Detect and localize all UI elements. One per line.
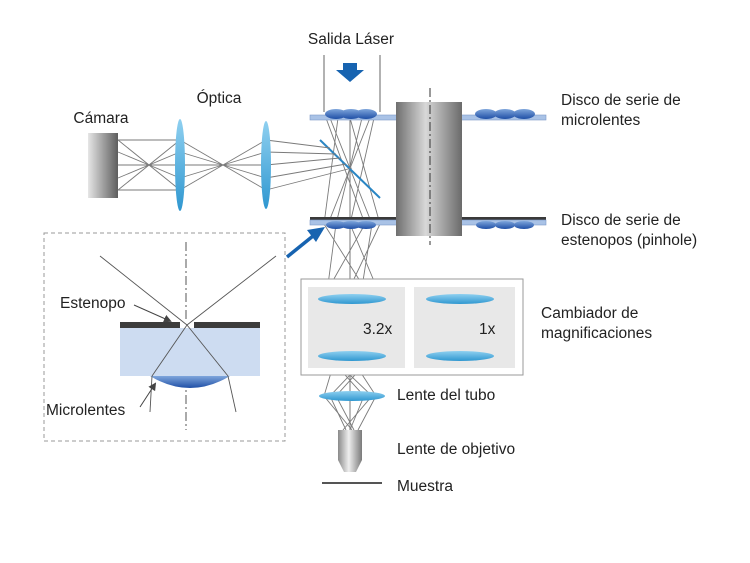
tube-lens-label: Lente del tubo — [397, 387, 495, 404]
inset-pinhole-label: Estenopo — [60, 295, 126, 312]
changer-lens-1x-upper — [426, 294, 494, 304]
optics-lens-right — [261, 121, 271, 209]
sample-label: Muestra — [397, 478, 453, 495]
camera-label: Cámara — [73, 110, 129, 127]
magnification-changer: 3.2x 1x — [300, 278, 524, 376]
laser-output-label: Salida Láser — [308, 31, 394, 48]
inset-detail: Estenopo Microlentes — [43, 232, 286, 442]
changer-lens-upper — [318, 294, 386, 304]
inset-microlens-label: Microlentes — [46, 402, 125, 419]
dichroic-mirror — [319, 139, 381, 199]
optics-label: Óptica — [197, 90, 242, 107]
changer-label-line1: Cambiador de — [541, 305, 638, 322]
pinhole-disk-label-line2: estenopos (pinhole) — [561, 232, 697, 249]
microlens-disk-label-line1: Disco de serie de — [561, 92, 681, 109]
pinhole-disk-label-line1: Disco de serie de — [561, 212, 681, 229]
microlens-disk-label-line2: microlentes — [561, 112, 640, 129]
changer-lens-1x-lower — [426, 351, 494, 361]
inset-glass-disk — [120, 328, 260, 376]
optics-lens-left — [175, 119, 185, 211]
changer-lens-lower — [318, 351, 386, 361]
laser-output: Salida Láser — [308, 31, 394, 112]
light-rays — [321, 117, 383, 431]
objective-lens — [338, 430, 362, 472]
imaging-rays — [117, 139, 353, 191]
tube-lens — [319, 391, 385, 401]
inset-microlens — [150, 376, 230, 388]
zoom-arrow-icon — [285, 227, 325, 259]
camera: Cámara — [73, 110, 129, 198]
disk-shaft-cylinder — [396, 88, 462, 245]
magnification-1x-label: 1x — [479, 321, 496, 338]
laser-down-arrow-icon — [336, 63, 364, 82]
magnification-3-2x-label: 3.2x — [363, 321, 393, 338]
objective-lens-label: Lente de objetivo — [397, 441, 515, 458]
changer-label-line2: magnificaciones — [541, 325, 652, 342]
camera-body — [88, 133, 118, 198]
